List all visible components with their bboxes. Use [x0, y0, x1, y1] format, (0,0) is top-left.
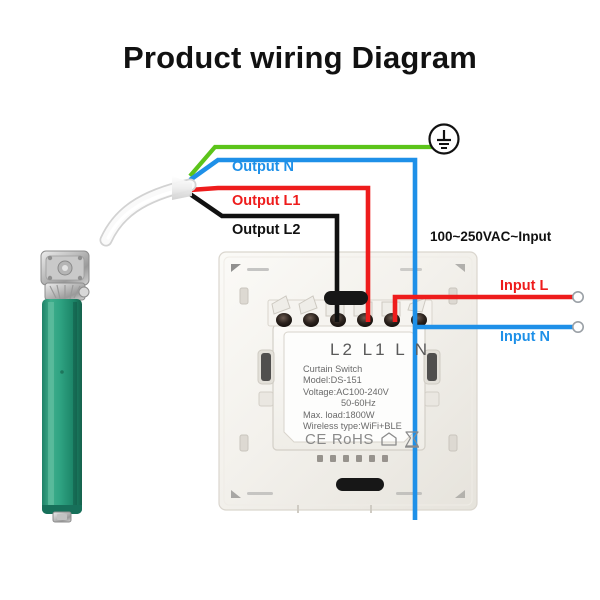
- terminal-markings: L2 L1 L N: [330, 340, 431, 359]
- spec-line-product: Curtain Switch: [303, 364, 363, 374]
- page-title: Product wiring Diagram: [122, 40, 478, 75]
- input-n-terminal: [571, 320, 584, 333]
- spec-line-frequency: 50-60Hz: [341, 398, 376, 409]
- crossed-bin-icon: [404, 431, 419, 448]
- spec-line-voltage: Voltage:AC100-240V: [303, 386, 389, 397]
- label-input-n: Input N: [500, 329, 550, 345]
- device-spec-block: Curtain Switch Model:DS-151 Voltage:AC10…: [303, 364, 443, 432]
- wire-output-l1: [189, 185, 371, 322]
- spec-line-model: Model:DS-151: [303, 375, 362, 386]
- label-input-l: Input L: [500, 278, 549, 294]
- house-icon: [381, 432, 397, 446]
- wire-input-l: [392, 294, 575, 322]
- input-l-terminal: [571, 290, 584, 303]
- rohs-mark: RoHS: [331, 430, 374, 448]
- wire-output-n: [188, 157, 418, 520]
- label-supply-voltage: 100~250VAC~Input: [430, 229, 552, 244]
- label-output-l1: Output L1: [232, 193, 301, 209]
- spec-line-maxload: Max. load:1800W: [303, 409, 375, 420]
- wire-output-l2: [188, 192, 340, 322]
- certification-marks: CE RoHS: [305, 428, 435, 450]
- wire-clamp: [324, 291, 368, 305]
- label-output-l2: Output L2: [232, 222, 301, 238]
- label-output-n: Output N: [232, 159, 295, 175]
- spec-line-wireless: Wireless type:WiFi+BLE: [303, 421, 402, 432]
- wire-earth: [188, 144, 433, 178]
- ce-mark: CE: [305, 430, 327, 448]
